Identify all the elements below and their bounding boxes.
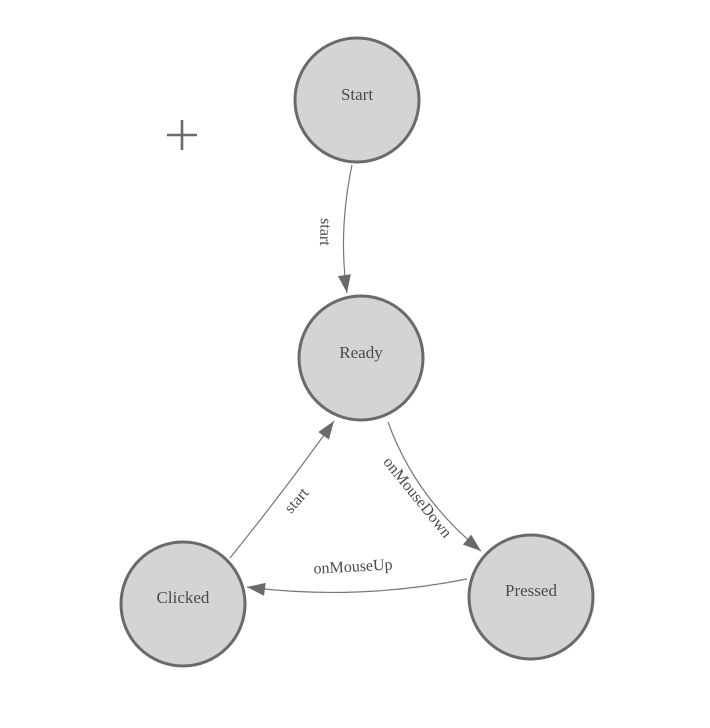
state-circle-start[interactable] bbox=[293, 36, 421, 164]
edge-pressed-to-clicked[interactable] bbox=[246, 578, 468, 596]
state-label-clicked: Clicked bbox=[157, 588, 210, 607]
crosshair-cursor-icon bbox=[167, 120, 197, 150]
state-circle-pressed[interactable] bbox=[467, 533, 595, 661]
state-circle-ready[interactable] bbox=[297, 294, 425, 422]
edge-ready-to-pressed[interactable] bbox=[387, 421, 482, 552]
edge-start-to-ready[interactable] bbox=[337, 164, 353, 294]
state-node-clicked[interactable]: Clicked bbox=[119, 540, 247, 668]
state-label-pressed: Pressed bbox=[505, 581, 557, 600]
state-node-start[interactable]: Start bbox=[293, 36, 421, 164]
edge-label-pressed-to-clicked: onMouseUp bbox=[313, 557, 393, 578]
edge-clicked-to-ready[interactable] bbox=[229, 420, 335, 559]
state-node-ready[interactable]: Ready bbox=[297, 294, 425, 422]
state-label-ready: Ready bbox=[339, 343, 383, 362]
edge-label-start-to-ready: start bbox=[316, 218, 334, 247]
state-label-start: Start bbox=[341, 85, 373, 104]
edge-label-clicked-to-ready: start bbox=[281, 484, 312, 516]
state-node-pressed[interactable]: Pressed bbox=[467, 533, 595, 661]
edge-label-ready-to-pressed: onMouseDown bbox=[379, 454, 454, 541]
state-circle-clicked[interactable] bbox=[119, 540, 247, 668]
